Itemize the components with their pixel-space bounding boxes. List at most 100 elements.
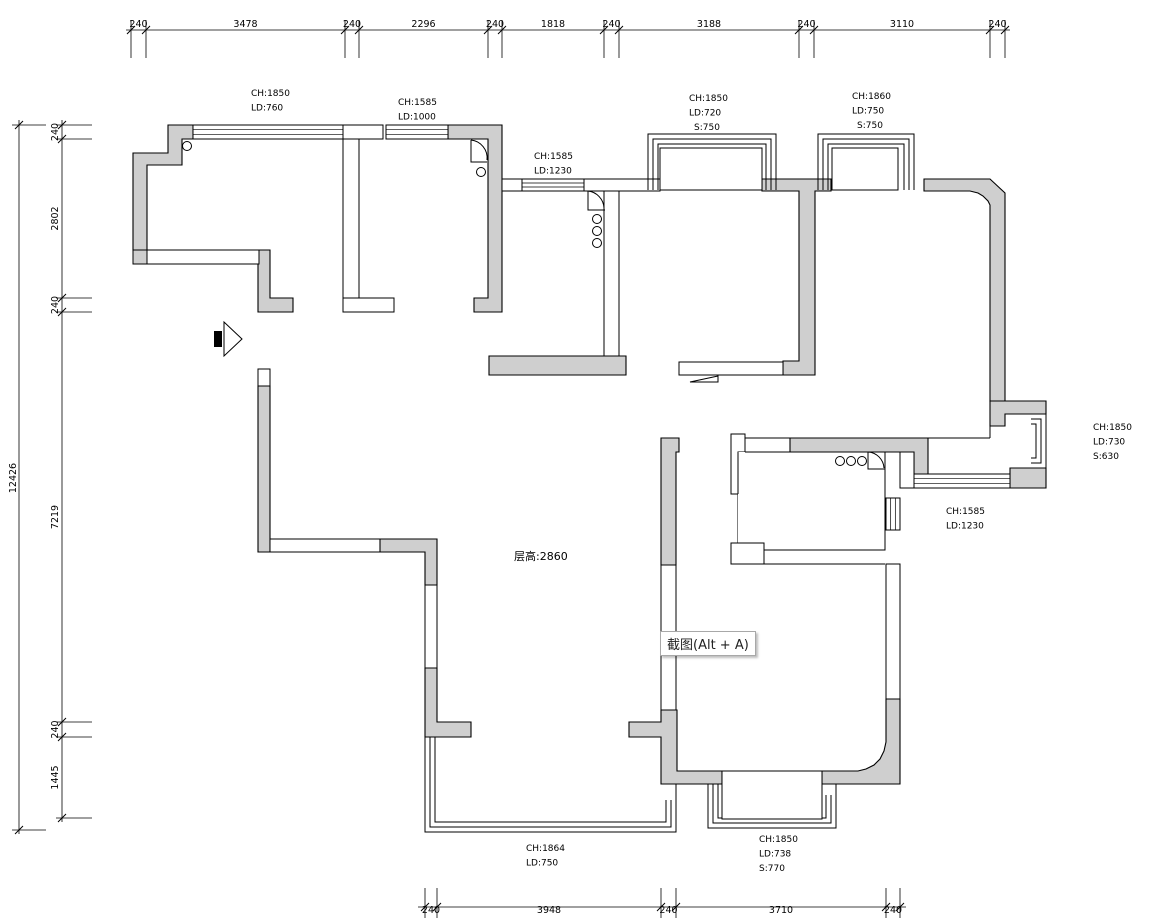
dimension-label-left: 2802 [50, 206, 61, 230]
bay-window-bottom-left [424, 737, 677, 833]
dimension-tick [432, 902, 442, 912]
door-swing-1 [470, 139, 488, 163]
wall-bedroom-right [761, 178, 832, 376]
opening-annotation: LD:750 [526, 859, 558, 869]
window-top-left [192, 124, 344, 140]
window-right-lower [913, 473, 1011, 489]
dimension-tick [420, 902, 430, 912]
dimension-label-total: 12426 [8, 463, 19, 493]
dimension-label-top: 3478 [233, 19, 257, 30]
dimension-tick [599, 25, 609, 35]
opening-annotation: LD:750 [852, 107, 884, 117]
speaker-icon [214, 331, 222, 347]
dimension-label-bottom: 3948 [537, 905, 561, 916]
window-kitchen-side [885, 497, 901, 531]
door-swing-3 [867, 451, 885, 470]
wall [132, 249, 148, 265]
wall-stub [899, 451, 915, 489]
bay-window-top-2 [817, 133, 915, 190]
fixture-circle [592, 238, 602, 248]
wall-stub [257, 368, 271, 387]
dimension-label-left: 240 [50, 296, 61, 314]
dimension-label-top: 240 [797, 19, 815, 30]
opening-annotation: CH:1864 [526, 844, 565, 854]
dimension-tick [57, 120, 67, 130]
dimension-label-top: 240 [343, 19, 361, 30]
opening-annotation: CH:1850 [759, 835, 798, 845]
dimension-tick [656, 902, 666, 912]
dimension-label-top: 3110 [890, 19, 914, 30]
dimension-label-bottom: 240 [884, 905, 902, 916]
wall-bottom-right-corner [821, 698, 901, 785]
dimension-label-left: 1445 [50, 765, 61, 789]
entrance-arrow-icon [223, 320, 243, 358]
bay-window-sill [831, 147, 899, 191]
door-threshold [689, 375, 719, 383]
bay-window-right [1031, 413, 1047, 469]
fixture-circle [592, 214, 602, 224]
dimension-tick [340, 25, 350, 35]
dimension-tick [57, 293, 67, 303]
dimension-label-top: 2296 [411, 19, 435, 30]
wall-spine [342, 124, 360, 313]
dimension-tick [1000, 25, 1010, 35]
opening-annotation: S:630 [1093, 452, 1119, 462]
dimension-label-bottom: 240 [659, 905, 677, 916]
opening-annotation: CH:1850 [1093, 423, 1132, 433]
dimension-tick [483, 25, 493, 35]
door-swing-2 [587, 190, 605, 211]
opening-annotation: CH:1585 [398, 98, 437, 108]
dimension-tick [141, 25, 151, 35]
dimension-tick [497, 25, 507, 35]
dimension-tick [14, 120, 24, 130]
dimension-label-left: 240 [50, 720, 61, 738]
window-top-center [385, 124, 449, 140]
opening-annotation: CH:1850 [689, 94, 728, 104]
dimension-tick [57, 813, 67, 823]
wall-top-left-stub [257, 249, 294, 313]
wall-spine-foot [342, 297, 395, 313]
fixture-circle [476, 167, 486, 177]
dimension-tick [895, 902, 905, 912]
dimension-label-bottom: 240 [422, 905, 440, 916]
dimension-label-top: 3188 [697, 19, 721, 30]
opening-annotation: LD:1230 [534, 167, 572, 177]
dimension-label-top: 240 [988, 19, 1006, 30]
wall-stub [269, 538, 381, 553]
opening-annotation: LD:1000 [398, 113, 436, 123]
dimension-tick [57, 717, 67, 727]
dimension-tick [57, 732, 67, 742]
dimension-tick [354, 25, 364, 35]
dimension-tick [614, 25, 624, 35]
wall-line [737, 451, 886, 550]
opening-annotation: LD:730 [1093, 438, 1125, 448]
wall-left-lower [257, 385, 271, 553]
bay-window-sill [721, 770, 823, 820]
wall-central-column [447, 124, 503, 313]
opening-annotation: LD:760 [251, 104, 283, 114]
wall-stub [730, 542, 765, 565]
wall-kitchen-inner-fill [738, 452, 885, 550]
floor-height-label: 层高:2860 [514, 549, 568, 563]
dimension-tick [881, 902, 891, 912]
opening-annotations: CH:1850LD:760CH:1585LD:1000CH:1585LD:123… [251, 89, 1132, 874]
dimension-tick [57, 134, 67, 144]
opening-annotation: CH:1860 [852, 92, 891, 102]
opening-annotation: S:750 [694, 123, 720, 133]
fixture-circle [182, 141, 192, 151]
windows [192, 124, 1047, 833]
opening-annotation: S:750 [857, 121, 883, 131]
wall-corridor-bottom [488, 355, 627, 376]
opening-annotation: CH:1850 [251, 89, 290, 99]
wall-stub [132, 249, 260, 265]
opening-annotation: LD:720 [689, 109, 721, 119]
wall-bedroom-bottom [678, 361, 784, 376]
window-corridor [521, 178, 585, 192]
opening-annotation: LD:1230 [946, 522, 984, 532]
fixture-circle [592, 226, 602, 236]
dimension-label-bottom: 3710 [769, 905, 793, 916]
dimension-tick [14, 825, 24, 835]
screenshot-tooltip: 截图(Alt + A) [660, 631, 756, 656]
fixture-circle [835, 456, 845, 466]
